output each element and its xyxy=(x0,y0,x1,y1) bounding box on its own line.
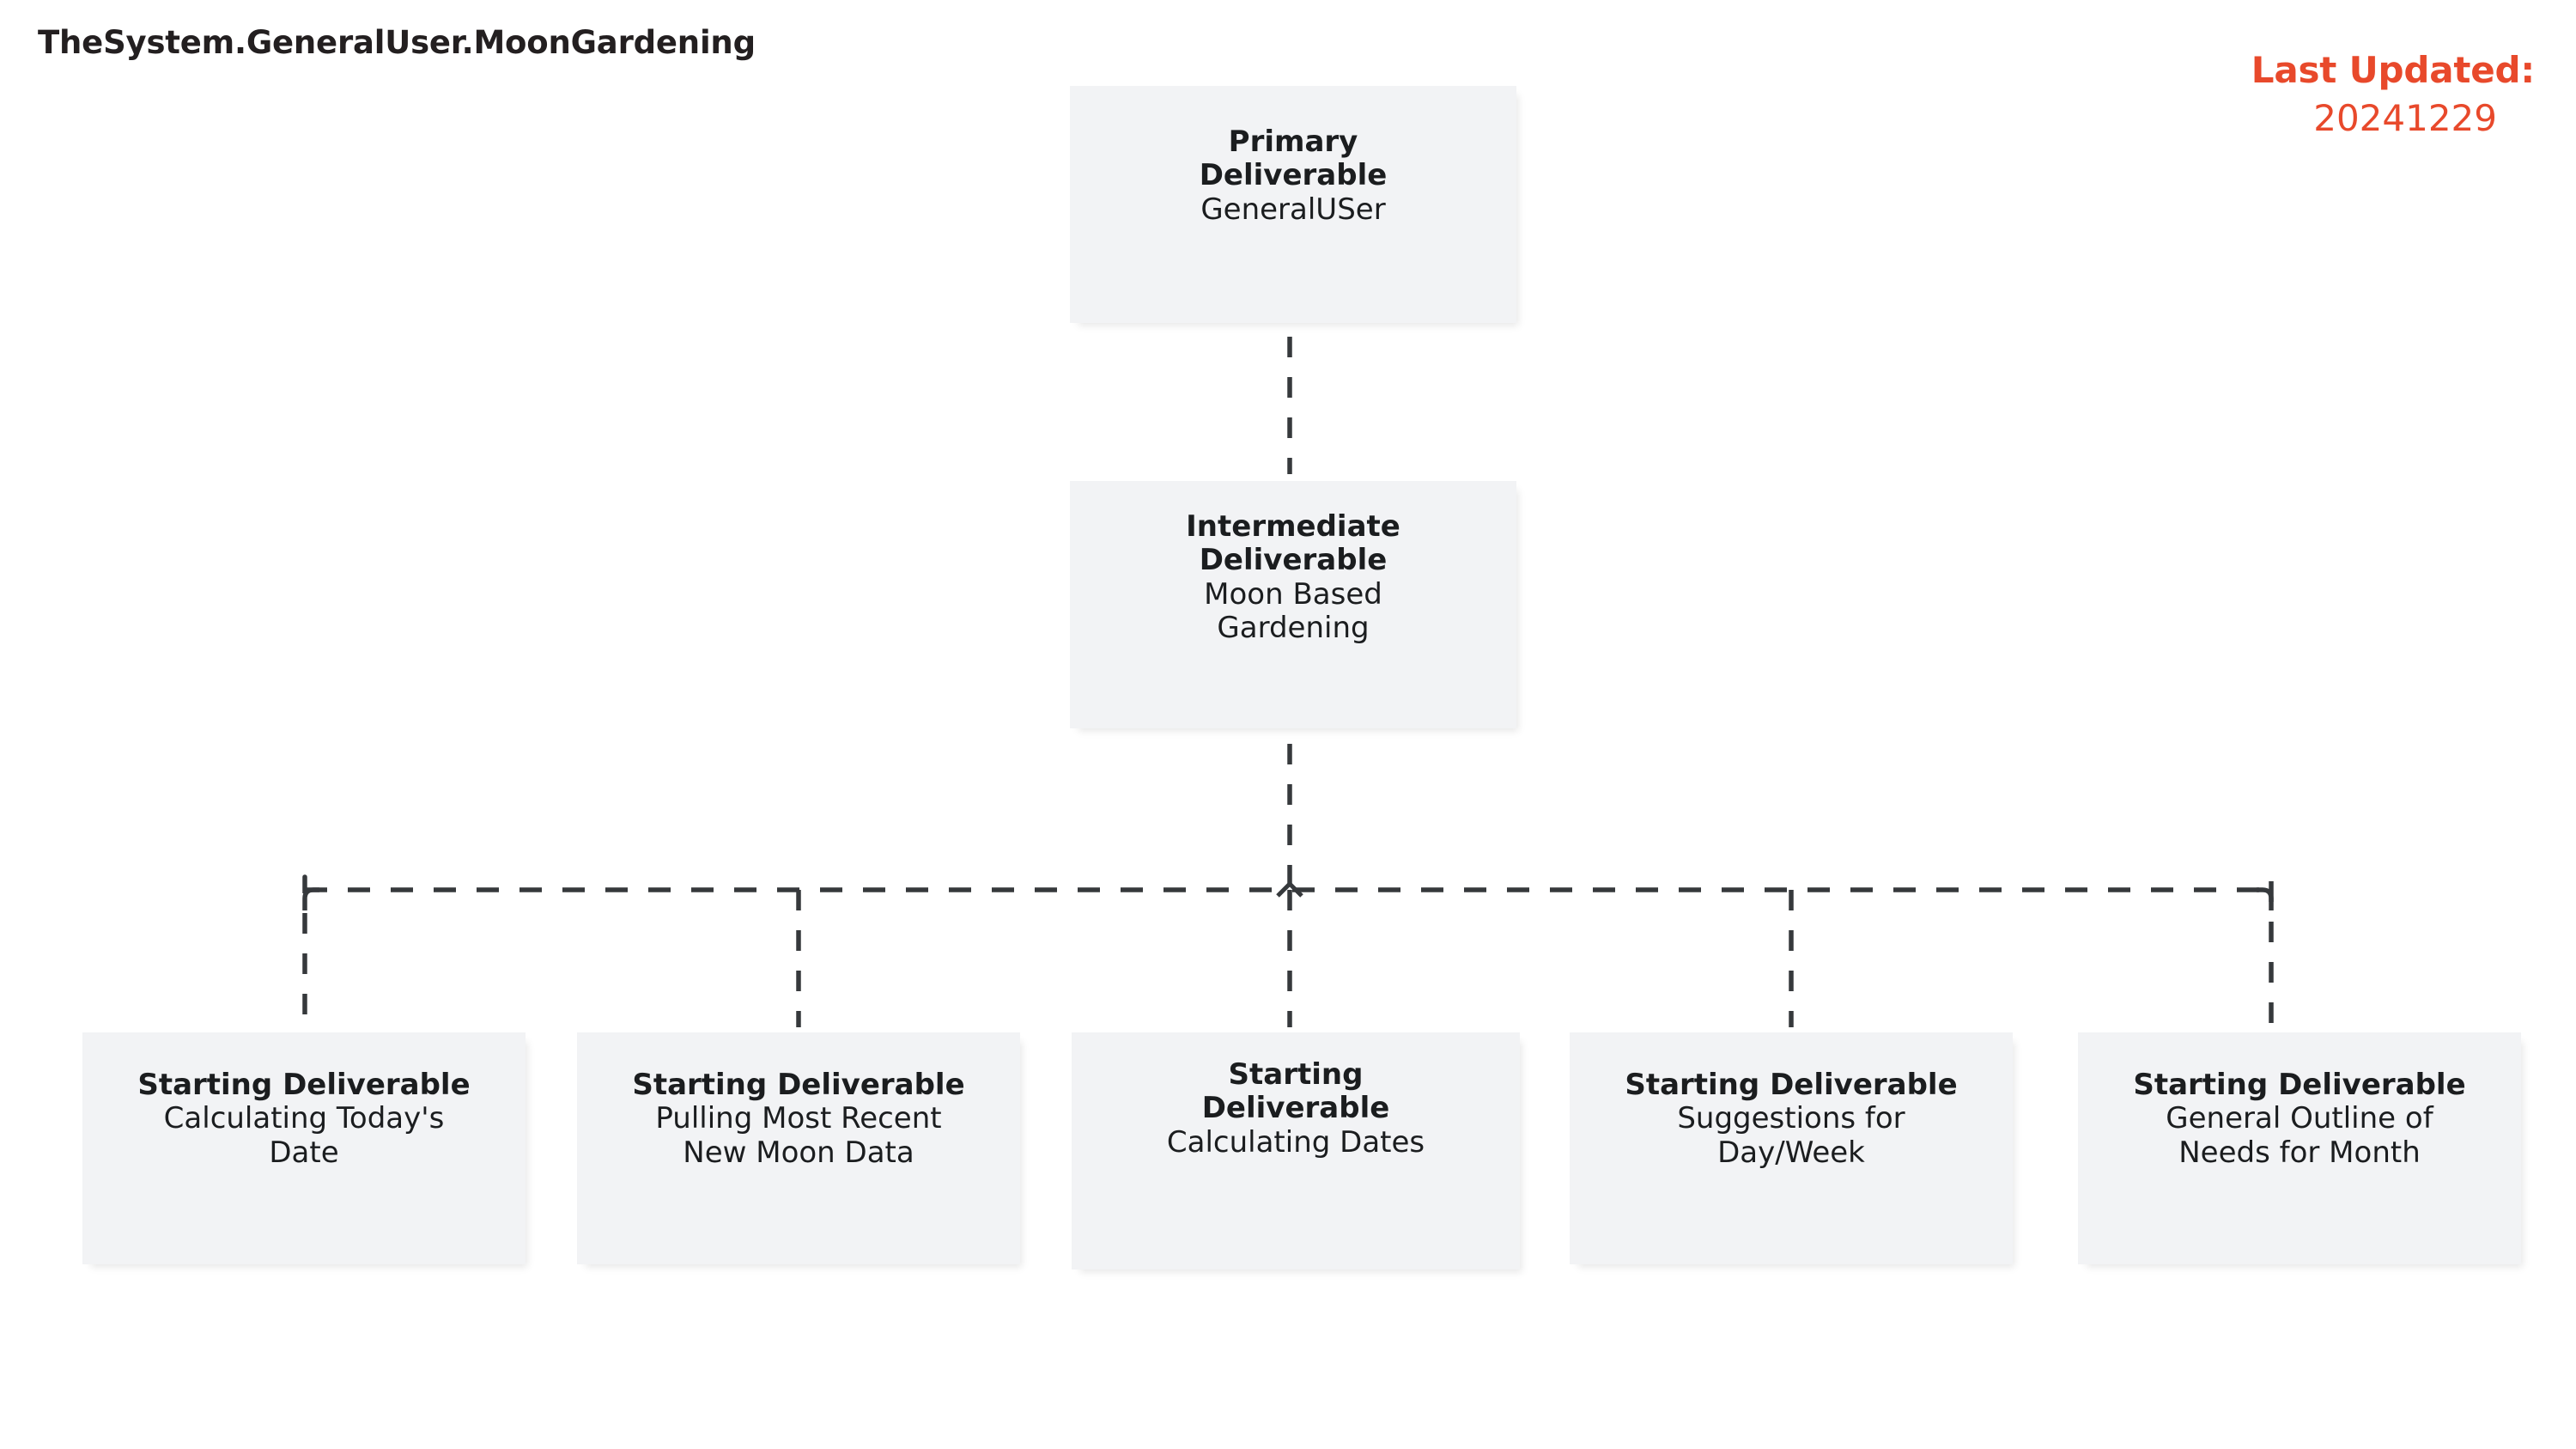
node-intermediate-body: Moon Based Gardening xyxy=(1204,576,1382,646)
node-intermediate-title: Intermediate Deliverable xyxy=(1186,509,1400,578)
edge-corner-right-arc xyxy=(2257,887,2274,910)
node-intermediate-deliverable[interactable]: Intermediate Deliverable Moon Based Gard… xyxy=(1070,481,1516,728)
node-starting-title-3: Starting Deliverable xyxy=(1201,1057,1390,1126)
node-starting-title-5: Starting Deliverable xyxy=(2133,1068,2466,1102)
page-title: TheSystem.GeneralUser.MoonGardening xyxy=(38,24,756,61)
node-starting-deliverable-1[interactable]: Starting Deliverable Calculating Today's… xyxy=(82,1032,526,1264)
node-primary-body: GeneralUSer xyxy=(1200,192,1386,227)
node-starting-body-3: Calculating Dates xyxy=(1166,1124,1425,1160)
node-starting-title-1: Starting Deliverable xyxy=(137,1068,471,1102)
node-starting-body-1: Calculating Today's Date xyxy=(163,1101,445,1170)
node-starting-deliverable-3[interactable]: Starting Deliverable Calculating Dates xyxy=(1072,1032,1520,1269)
node-primary-deliverable[interactable]: Primary Deliverable GeneralUSer xyxy=(1070,86,1516,323)
last-updated-block: Last Updated: 20241229 xyxy=(2002,49,2535,140)
last-updated-label: Last Updated: xyxy=(2251,49,2535,91)
node-starting-title-4: Starting Deliverable xyxy=(1625,1068,1958,1102)
node-primary-title: Primary Deliverable xyxy=(1199,125,1388,193)
node-starting-deliverable-2[interactable]: Starting Deliverable Pulling Most Recent… xyxy=(577,1032,1020,1264)
last-updated-value: 20241229 xyxy=(2313,97,2497,140)
node-starting-title-2: Starting Deliverable xyxy=(632,1068,965,1102)
node-starting-body-4: Suggestions for Day/Week xyxy=(1677,1101,1905,1170)
edge-corner-left xyxy=(296,880,305,890)
node-starting-deliverable-4[interactable]: Starting Deliverable Suggestions for Day… xyxy=(1570,1032,2013,1264)
node-starting-body-5: General Outline of Needs for Month xyxy=(2166,1101,2433,1170)
edge-corner-left-arc xyxy=(302,887,319,910)
edge-junction-marker xyxy=(1276,880,1303,898)
node-starting-body-2: Pulling Most Recent New Moon Data xyxy=(655,1101,942,1170)
node-starting-deliverable-5[interactable]: Starting Deliverable General Outline of … xyxy=(2078,1032,2521,1264)
